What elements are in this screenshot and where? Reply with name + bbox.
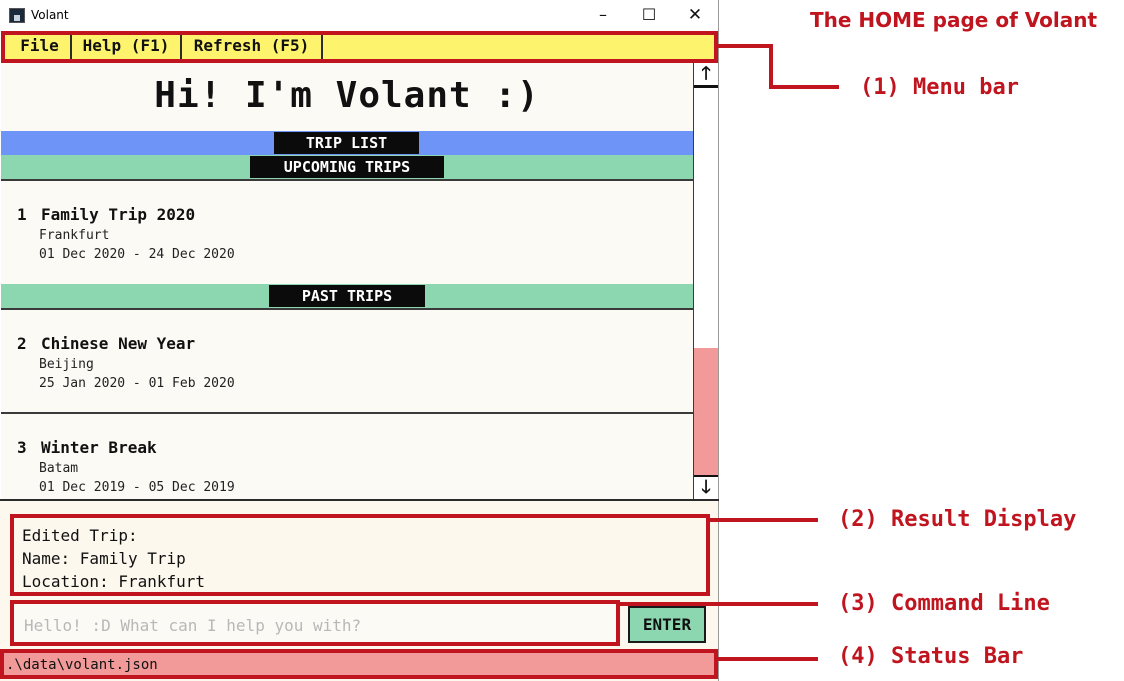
scrollbar-thumb[interactable] <box>694 348 718 476</box>
annotation-status-bar: (4) Status Bar <box>838 644 1024 669</box>
callout-line <box>710 518 818 522</box>
volant-window: Volant – ☐ ✕ File Help (F1) Refresh (F5)… <box>0 0 719 681</box>
arrow-down-icon[interactable]: 🡓 <box>694 475 718 499</box>
trip-location: Beijing <box>39 357 94 372</box>
trip-location: Frankfurt <box>39 228 110 243</box>
trip-card[interactable]: 3 Winter Break Batam 01 Dec 2019 - 05 De… <box>1 412 693 499</box>
annotation-command-line: (3) Command Line <box>838 591 1050 616</box>
minimize-button[interactable]: – <box>599 5 607 24</box>
trip-list-panel: Hi! I'm Volant :) TRIP LIST UPCOMING TRI… <box>1 63 693 499</box>
result-line: Edited Trip: <box>22 526 138 545</box>
trip-card[interactable]: 1 Family Trip 2020 Frankfurt 01 Dec 2020… <box>1 179 693 284</box>
trip-index: 2 <box>17 334 27 353</box>
trip-list-scrollbar[interactable]: 🡑 🡓 <box>693 63 718 499</box>
callout-line <box>769 44 773 89</box>
result-line: Name: Family Trip <box>22 549 186 568</box>
menu-bar-highlight <box>1 31 718 63</box>
window-title: Volant <box>31 8 69 22</box>
upcoming-trips-band: UPCOMING TRIPS <box>1 155 693 179</box>
greeting-heading: Hi! I'm Volant :) <box>154 75 540 116</box>
past-trips-band: PAST TRIPS <box>1 284 693 308</box>
annotation-menu-bar: (1) Menu bar <box>860 75 1019 100</box>
close-button[interactable]: ✕ <box>687 5 703 25</box>
result-line: Location: Frankfurt <box>22 572 206 591</box>
menu-file[interactable]: File <box>9 31 72 61</box>
volant-app-icon <box>9 8 25 23</box>
callout-line <box>769 85 839 89</box>
enter-button[interactable]: ENTER <box>628 606 706 643</box>
trip-name: Winter Break <box>41 438 157 457</box>
menu-refresh[interactable]: Refresh (F5) <box>182 31 323 61</box>
trip-dates: 01 Dec 2020 - 24 Dec 2020 <box>39 247 235 262</box>
menu-help[interactable]: Help (F1) <box>72 31 182 61</box>
command-input[interactable] <box>22 612 606 638</box>
callout-line <box>718 657 818 661</box>
trip-dates: 01 Dec 2019 - 05 Dec 2019 <box>39 480 235 495</box>
trip-name: Chinese New Year <box>41 334 196 353</box>
trip-index: 1 <box>17 205 27 224</box>
status-bar: .\data\volant.json <box>0 649 718 679</box>
maximize-button[interactable]: ☐ <box>641 5 657 24</box>
command-box <box>10 600 620 646</box>
trip-list-label: TRIP LIST <box>274 132 419 154</box>
trip-index: 3 <box>17 438 27 457</box>
callout-line <box>718 44 773 48</box>
trip-location: Batam <box>39 461 79 476</box>
title-bar: Volant – ☐ ✕ <box>0 0 718 31</box>
trip-dates: 25 Jan 2020 - 01 Feb 2020 <box>39 376 235 391</box>
trip-list-band: TRIP LIST <box>1 131 693 155</box>
annotation-result-display: (2) Result Display <box>838 507 1077 532</box>
save-file-path: .\data\volant.json <box>6 657 158 673</box>
upcoming-trips-label: UPCOMING TRIPS <box>250 156 444 178</box>
trip-name: Family Trip 2020 <box>41 205 196 224</box>
trip-card[interactable]: 2 Chinese New Year Beijing 25 Jan 2020 -… <box>1 308 693 412</box>
annotation-title: The HOME page of Volant <box>810 8 1098 32</box>
arrow-up-icon[interactable]: 🡑 <box>694 63 718 88</box>
past-trips-label: PAST TRIPS <box>269 285 425 307</box>
result-display: Edited Trip: Name: Family Trip Location:… <box>10 514 710 596</box>
panel-divider <box>0 499 719 501</box>
callout-line <box>620 602 818 606</box>
